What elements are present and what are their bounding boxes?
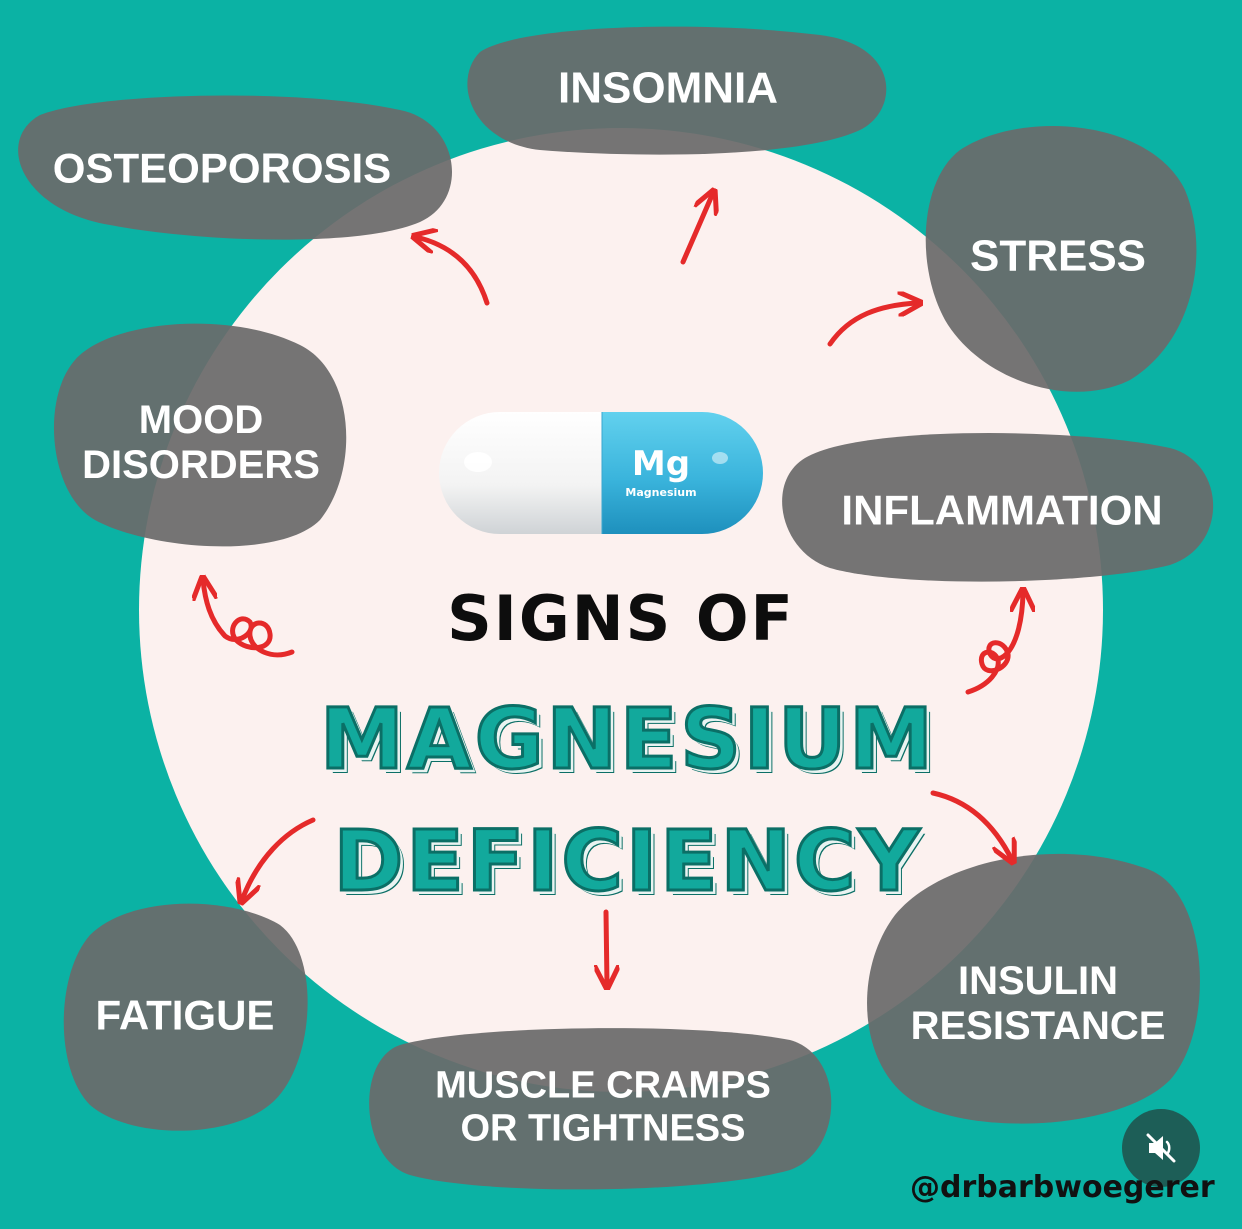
arrow-osteoporosis (416, 237, 490, 306)
arrow-mood (203, 580, 295, 658)
author-handle: @drbarbwoegerer (910, 1170, 1215, 1205)
sign-muscle-line1: MUSCLE CRAMPS (435, 1064, 771, 1107)
sign-osteoporosis: OSTEOPOROSIS (52, 144, 392, 192)
sign-insulin-line2: RESISTANCE (910, 1004, 1166, 1048)
mute-button[interactable] (1122, 1109, 1200, 1187)
blob-inflammation (782, 433, 1214, 582)
blob-stress (925, 126, 1197, 392)
sign-inflammation: INFLAMMATION (841, 486, 1163, 534)
center-circle (139, 128, 1103, 1092)
blob-insulin (867, 853, 1200, 1124)
sign-stress: STRESS (969, 231, 1147, 281)
blob-mood (53, 323, 347, 547)
title-deficiency: DEFICIENCY (332, 811, 923, 912)
arrow-inflammation (965, 592, 1023, 695)
sign-mood-disorders: MOOD DISORDERS (82, 398, 320, 488)
sign-mood-line2: DISORDERS (82, 443, 320, 487)
pill-name: Magnesium (625, 486, 697, 499)
pill-symbol: Mg (631, 444, 691, 484)
blob-muscle (369, 1028, 832, 1190)
speaker-muted-icon (1146, 1133, 1176, 1163)
sign-insulin-resistance: INSULIN RESISTANCE (911, 959, 1166, 1049)
arrow-stress (827, 303, 918, 347)
arrow-fatigue (242, 817, 316, 900)
blob-osteoporosis (18, 95, 453, 240)
sign-fatigue: FATIGUE (95, 991, 275, 1039)
arrow-muscle (606, 909, 607, 985)
arrow-insomnia (680, 193, 713, 265)
blob-fatigue (63, 903, 308, 1131)
sign-insomnia: INSOMNIA (558, 63, 778, 113)
sign-mood-line1: MOOD (138, 398, 264, 443)
blob-insomnia (467, 26, 887, 155)
sign-muscle-cramps: MUSCLE CRAMPS OR TIGHTNESS (435, 1064, 771, 1149)
magnesium-pill (439, 412, 763, 534)
title-magnesium: MAGNESIUM (319, 689, 936, 790)
title-signs-of: SIGNS OF (447, 582, 795, 655)
sign-insulin-line1: INSULIN (958, 959, 1118, 1004)
sign-muscle-line2: OR TIGHTNESS (460, 1107, 746, 1149)
arrow-insulin (930, 790, 1012, 860)
